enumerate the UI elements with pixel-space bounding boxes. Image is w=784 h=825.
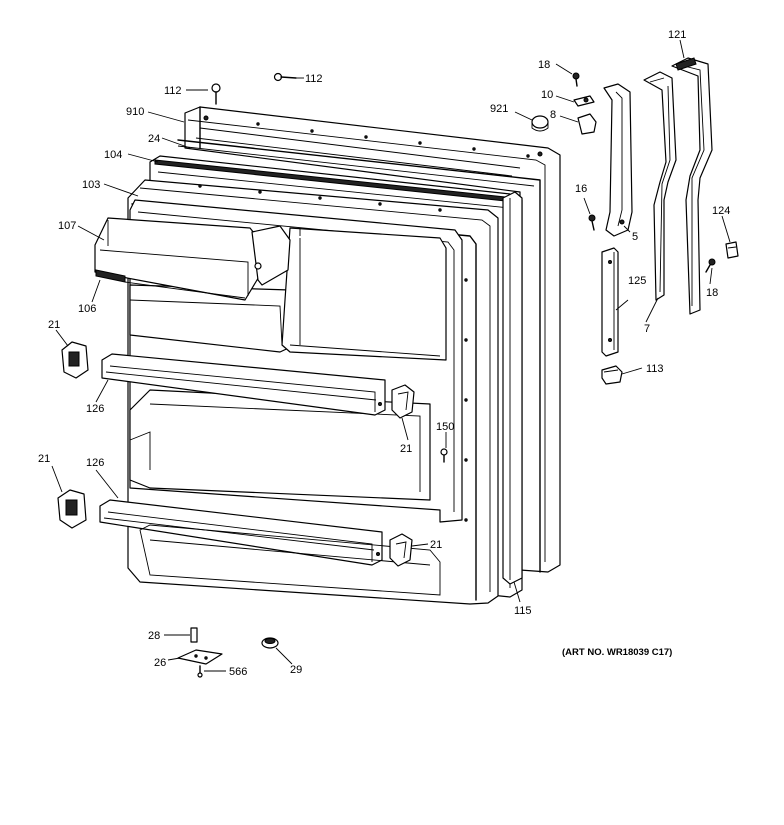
callout-7: 7 [644, 323, 650, 335]
callout-126-upper: 126 [86, 403, 104, 415]
hinge-arm-7 [643, 71, 677, 301]
stop-113 [601, 365, 623, 385]
liner-bottom [139, 524, 441, 596]
callout-125: 125 [628, 275, 646, 287]
clip-124 [725, 241, 739, 259]
callout-103: 103 [82, 179, 100, 191]
callout-107: 107 [58, 220, 76, 232]
callout-28: 28 [148, 630, 160, 642]
callout-121: 121 [668, 29, 686, 41]
callout-150: 150 [436, 421, 454, 433]
dairy-door [94, 217, 291, 301]
callout-112-right: 112 [305, 73, 323, 85]
hinge-bracket-5 [603, 83, 633, 237]
door-frame [177, 139, 541, 573]
callout-910: 910 [126, 106, 144, 118]
callout-24: 24 [148, 133, 160, 145]
callout-115: 115 [514, 605, 532, 617]
callout-18-right: 18 [706, 287, 718, 299]
screw-566 [197, 665, 203, 678]
callout-16: 16 [575, 183, 587, 195]
callout-126-lower: 126 [86, 457, 104, 469]
bushing-28 [190, 627, 198, 643]
callout-18-top: 18 [538, 59, 550, 71]
screw-150 [440, 448, 448, 463]
shelf-support-upper-right [391, 384, 415, 419]
dairy-compartment [129, 227, 447, 501]
callout-106: 106 [78, 303, 96, 315]
screw-18-right [705, 258, 716, 273]
callout-21-lower-left: 21 [38, 453, 50, 465]
callout-29: 29 [290, 664, 302, 676]
shelf-bar-upper [101, 353, 386, 416]
dairy-door-hinge [95, 269, 246, 299]
hinge-arm-121 [671, 57, 713, 315]
callout-10: 10 [541, 89, 553, 101]
callout-21-upper-right: 21 [400, 443, 412, 455]
shelf-support-lower-right [389, 533, 413, 567]
plate-26 [177, 649, 223, 665]
callout-21-lower-right: 21 [430, 539, 442, 551]
callout-113: 113 [646, 363, 664, 375]
callout-labels: 112 112 910 24 104 103 107 106 21 126 21… [38, 29, 730, 678]
cap-29 [261, 637, 279, 649]
screw-112-right [273, 72, 297, 82]
leader-lines [51, 39, 731, 672]
callout-104: 104 [104, 149, 122, 161]
callout-5: 5 [632, 231, 638, 243]
callout-26: 26 [154, 657, 166, 669]
screw-16 [588, 214, 596, 231]
bushing-8 [577, 113, 597, 135]
shelf-bar-lower [99, 499, 383, 566]
hinge-pin-10 [573, 95, 595, 107]
spacer-125 [601, 247, 619, 357]
callout-566: 566 [229, 666, 247, 678]
screw-18-top [572, 72, 580, 87]
callout-21-upper-left: 21 [48, 319, 60, 331]
shelf-support-lower-left [57, 489, 87, 529]
shelf-support-upper-left [61, 341, 89, 379]
callout-112-left: 112 [164, 85, 182, 97]
callout-8: 8 [550, 109, 556, 121]
sealing-strip [502, 191, 523, 585]
callout-124: 124 [712, 205, 730, 217]
screw-112-left [211, 83, 221, 105]
hinge-cap-921 [531, 115, 549, 132]
callout-921: 921 [490, 103, 508, 115]
art-number: (ART NO. WR18039 C17) [562, 647, 672, 658]
